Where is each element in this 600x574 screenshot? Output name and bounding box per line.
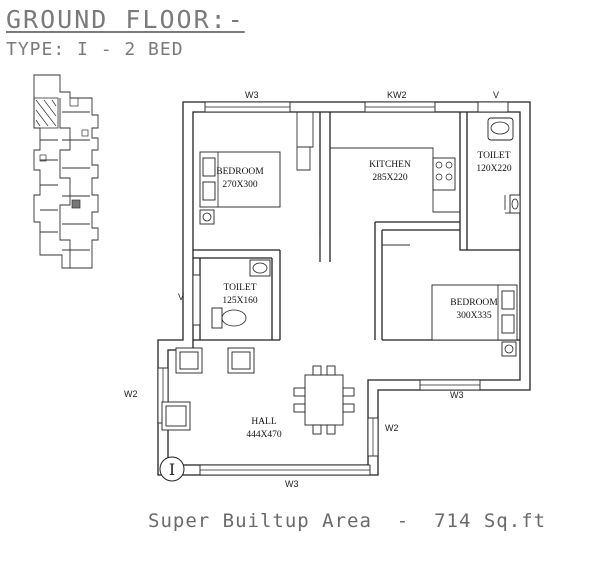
- room-name: TOILET: [223, 283, 256, 293]
- north-symbol: I: [159, 456, 185, 482]
- north-symbol-label: I: [169, 460, 175, 479]
- room-size: 444X470: [246, 430, 282, 440]
- room-size: 125X160: [222, 296, 258, 306]
- label-v-left: V: [178, 292, 184, 302]
- label-v-top: V: [493, 90, 499, 100]
- room-name: BEDROOM: [216, 167, 264, 177]
- room-size: 270X300: [222, 180, 258, 190]
- windows: [157, 101, 509, 476]
- room-name: KITCHEN: [369, 160, 411, 170]
- sofa-chairs: [161, 347, 255, 431]
- toilet-fixtures: [211, 117, 521, 329]
- stove: [432, 157, 456, 191]
- key-plan: [33, 74, 99, 269]
- room-name: BEDROOM: [450, 298, 498, 308]
- label-w3-bottom: W3: [285, 479, 299, 489]
- room-size: 300X335: [456, 311, 492, 321]
- dining-table: [293, 365, 355, 435]
- opening-labels: W3 KW2 V V W2 W3 W2 W3: [124, 90, 499, 489]
- bed-2: [431, 284, 518, 357]
- bed-1: [199, 151, 281, 225]
- room-size: 285X220: [372, 173, 408, 183]
- label-kw2: KW2: [387, 90, 407, 100]
- room-size: 120X220: [476, 164, 512, 174]
- label-w3-top: W3: [245, 90, 259, 100]
- label-w3-right: W3: [450, 390, 464, 400]
- page-title: GROUND FLOOR:-: [6, 5, 245, 34]
- unit-type: TYPE: I - 2 BED: [6, 39, 184, 60]
- builtup-area: Super Builtup Area - 714 Sq.ft: [148, 510, 547, 532]
- label-w2-left: W2: [124, 389, 138, 399]
- room-name: HALL: [251, 417, 277, 427]
- room-labels: BEDROOM 270X300 KITCHEN 285X220 TOILET 1…: [216, 151, 512, 440]
- room-name: TOILET: [477, 151, 510, 161]
- label-w2-right: W2: [385, 423, 399, 433]
